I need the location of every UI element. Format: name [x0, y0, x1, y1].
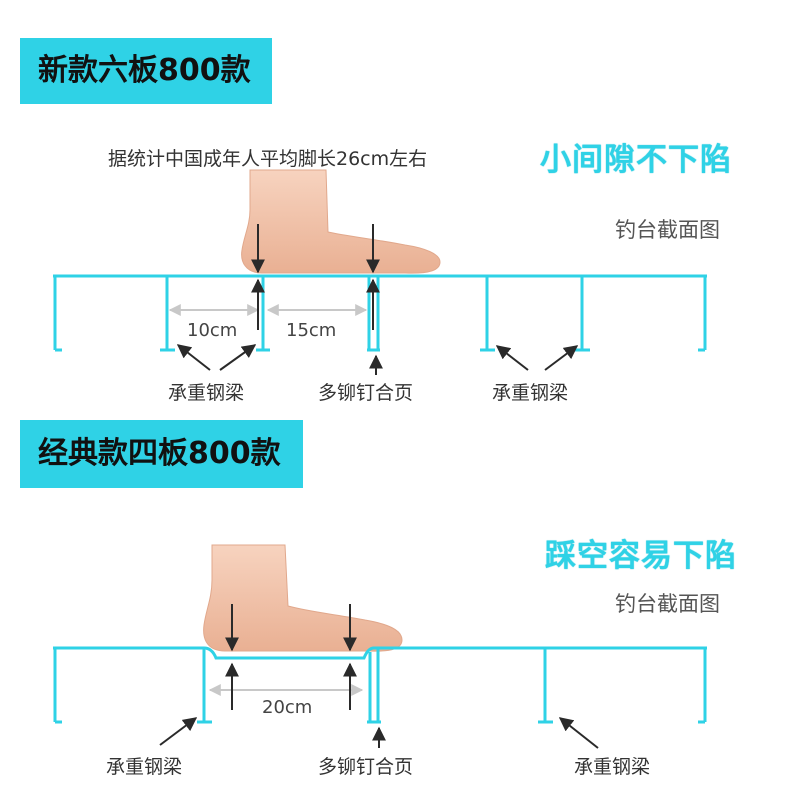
bottom-beam-label-left: 承重钢梁 — [106, 756, 183, 778]
bottom-highlight: 踩空容易下陷 — [545, 538, 737, 574]
top-platform — [53, 274, 707, 352]
bottom-title-banner: 经典款四板800款 — [20, 420, 303, 488]
bottom-platform — [53, 646, 707, 724]
top-title-banner: 新款六板800款 — [20, 38, 272, 104]
top-dim-15cm: 15cm — [286, 320, 337, 341]
top-beam-label-left: 承重钢梁 — [168, 382, 245, 404]
top-beam-pointer-2 — [219, 344, 257, 371]
bottom-section-label: 钓台截面图 — [615, 592, 720, 616]
bottom-title: 经典款四板800款 — [38, 436, 281, 471]
top-beam-pointer-3 — [495, 345, 529, 371]
bottom-beam-pointer-right — [558, 717, 599, 749]
top-dim-10cm: 10cm — [187, 320, 238, 341]
top-title: 新款六板800款 — [38, 53, 251, 88]
top-beam-pointer-1 — [176, 344, 211, 371]
top-highlight: 小间隙不下陷 — [540, 142, 732, 178]
bottom-dim-20cm: 20cm — [262, 697, 313, 718]
bottom-beam-pointer-left — [159, 717, 198, 746]
top-beam-label-right: 承重钢梁 — [492, 382, 569, 404]
bottom-foot — [203, 544, 403, 652]
top-foot — [241, 169, 441, 274]
stat-note: 据统计中国成年人平均脚长26cm左右 — [108, 148, 428, 170]
top-hinge-label: 多铆钉合页 — [318, 382, 414, 404]
bottom-hinge-label: 多铆钉合页 — [318, 756, 414, 778]
top-section-label: 钓台截面图 — [615, 218, 720, 242]
bottom-beam-label-right: 承重钢梁 — [574, 756, 651, 778]
top-beam-pointer-4 — [544, 345, 579, 371]
